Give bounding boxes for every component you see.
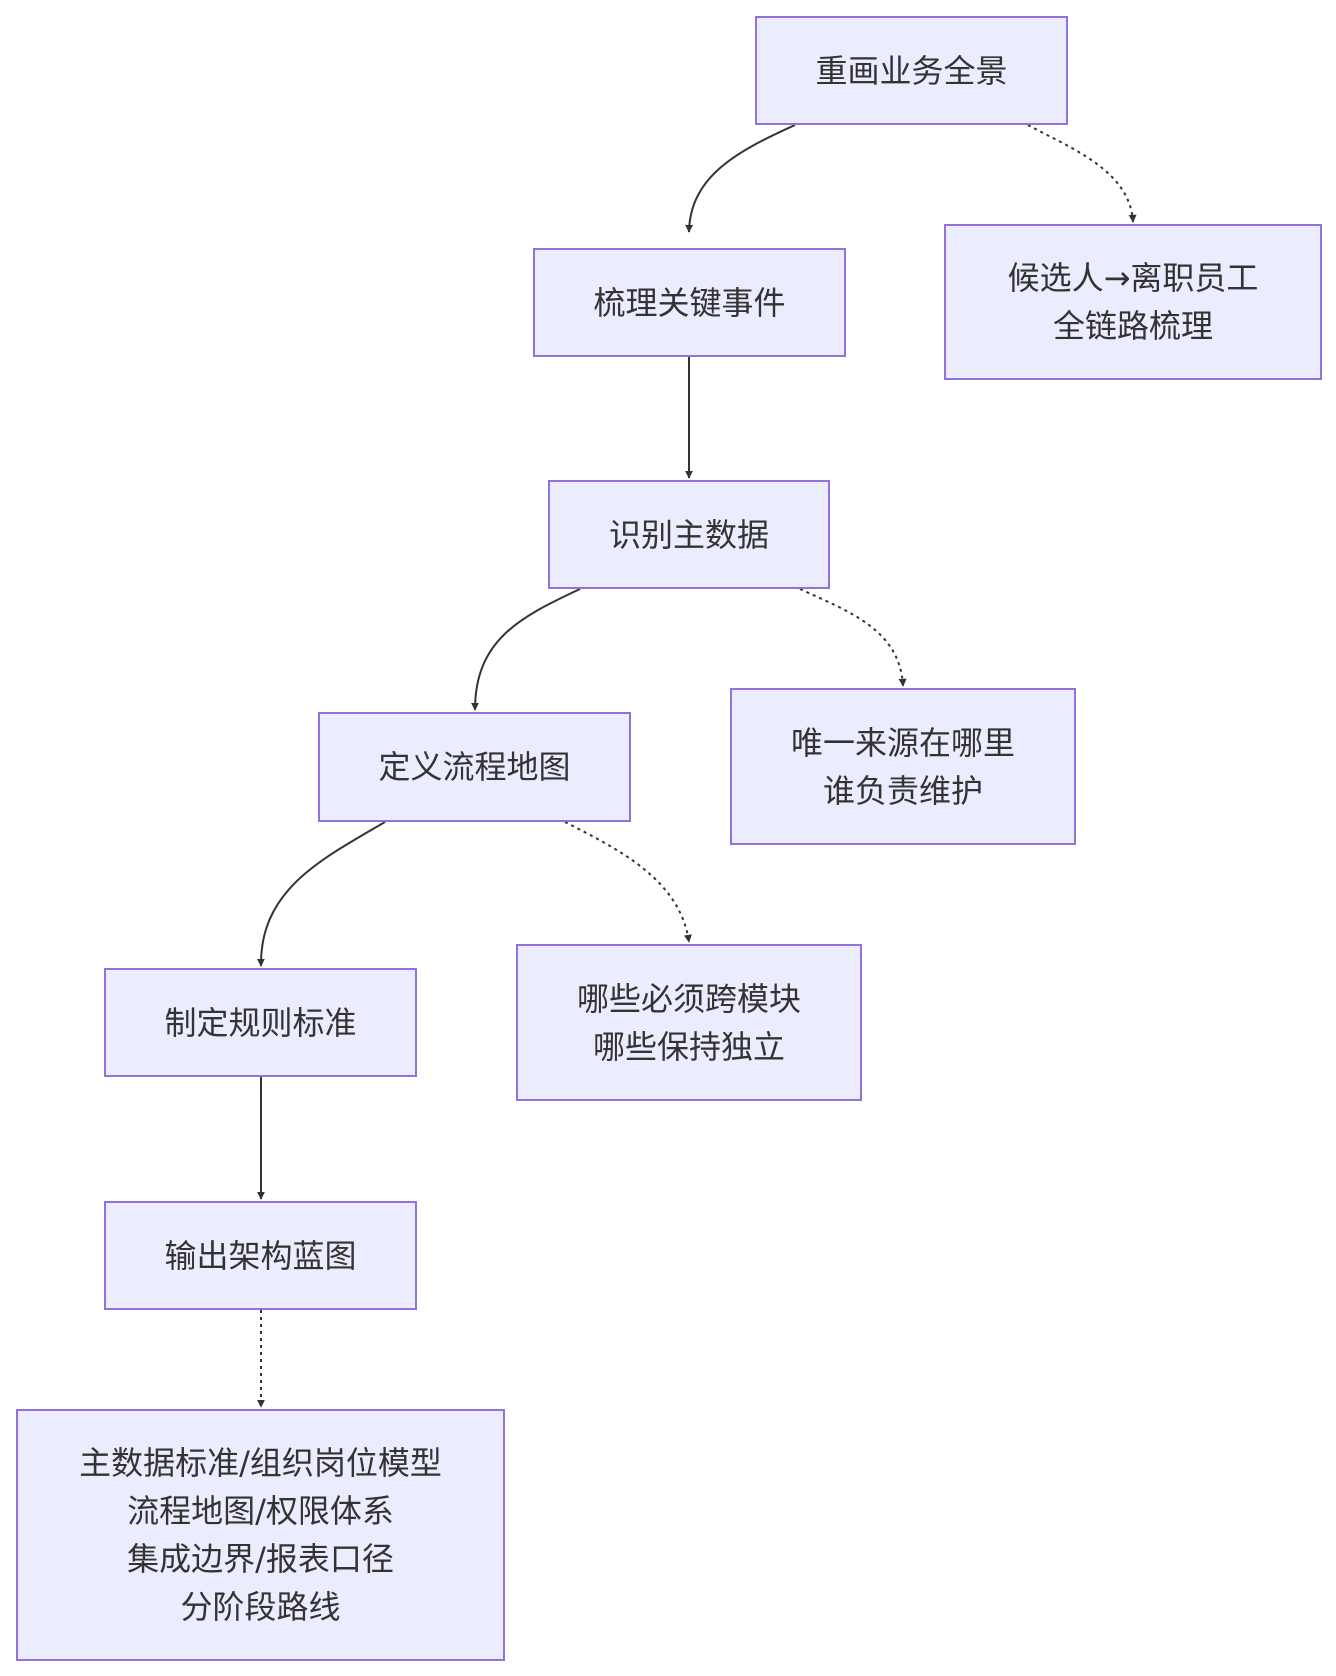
node-deliverables: 主数据标准/组织岗位模型 流程地图/权限体系 集成边界/报表口径 分阶段路线 (16, 1409, 505, 1661)
node-key-events: 梳理关键事件 (533, 248, 846, 357)
node-rules-line-1: 制定规则标准 (164, 1003, 357, 1042)
node-overview: 重画业务全景 (755, 16, 1068, 125)
edge-process-map-to-rules (256, 821, 386, 967)
node-overview-line-1: 重画业务全景 (815, 51, 1008, 90)
node-process-map-line-1: 定义流程地图 (378, 748, 571, 786)
node-rules: 制定规则标准 (104, 968, 417, 1077)
node-key-events-line-1: 梳理关键事件 (593, 283, 786, 322)
node-master-data: 识别主数据 (548, 480, 830, 589)
node-candidate-line-1: 候选人→离职员工 (1007, 259, 1259, 297)
edge-overview-to-candidate (1027, 124, 1137, 223)
node-deliverables-line-1: 主数据标准/组织岗位模型 (79, 1444, 442, 1482)
edge-overview-to-key-events (685, 124, 796, 233)
node-blueprint: 输出架构蓝图 (104, 1201, 417, 1310)
node-single-source-line-2: 谁负责维护 (822, 771, 983, 810)
node-candidate: 候选人→离职员工 全链路梳理 (944, 224, 1322, 380)
node-deliverables-line-2: 流程地图/权限体系 (127, 1492, 394, 1530)
edge-master-data-to-single-source (799, 588, 907, 687)
node-cross-module-line-2: 哪些保持独立 (592, 1027, 785, 1066)
node-master-data-line-1: 识别主数据 (608, 515, 769, 554)
node-candidate-line-2: 全链路梳理 (1052, 307, 1213, 345)
node-process-map: 定义流程地图 (318, 712, 631, 822)
node-deliverables-line-4: 分阶段路线 (180, 1588, 341, 1626)
node-single-source-line-1: 唯一来源在哪里 (790, 723, 1015, 762)
node-single-source: 唯一来源在哪里 谁负责维护 (730, 688, 1076, 845)
edge-master-data-to-process-map (471, 588, 581, 711)
node-cross-module: 哪些必须跨模块 哪些保持独立 (516, 944, 862, 1101)
node-cross-module-line-1: 哪些必须跨模块 (576, 979, 801, 1018)
node-deliverables-line-3: 集成边界/报表口径 (127, 1540, 394, 1578)
node-blueprint-line-1: 输出架构蓝图 (164, 1236, 357, 1275)
edge-process-map-to-cross-module (564, 821, 692, 943)
